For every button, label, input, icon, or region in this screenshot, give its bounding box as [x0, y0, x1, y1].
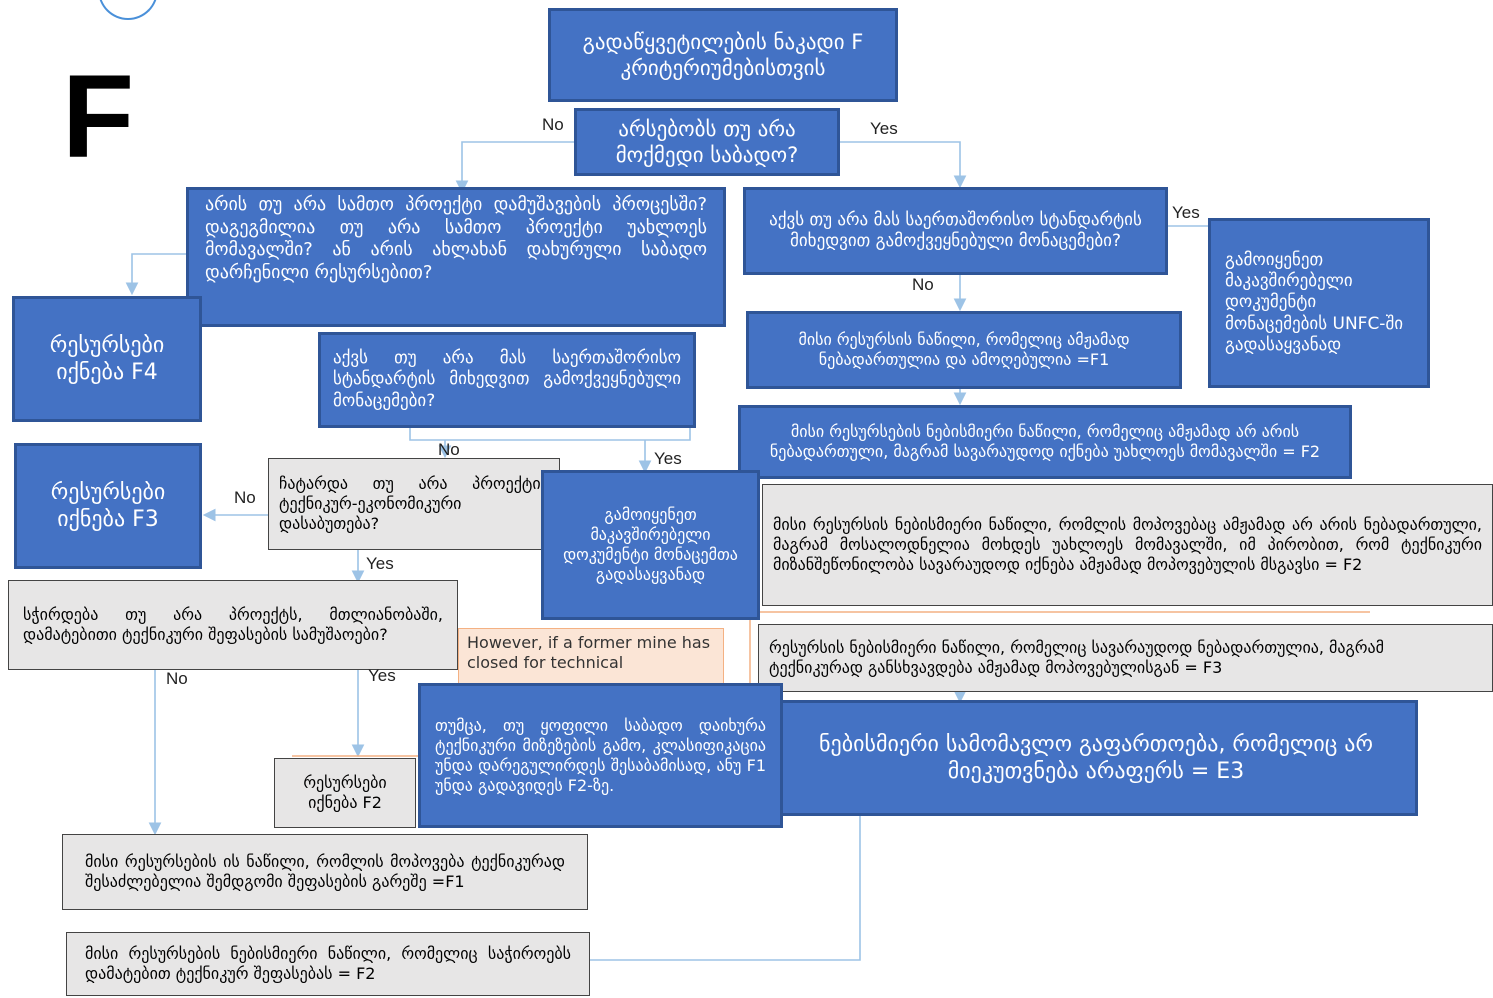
- f2-right-blue: მისი რესურსების ნებისმიერი ნაწილი, რომელ…: [738, 405, 1352, 479]
- edge-facility-no: [455, 141, 574, 194]
- result-f2: რესურსები იქნება F2: [274, 758, 416, 828]
- question-project: არის თუ არა სამთო პროექტი დამუშავების პრ…: [186, 187, 726, 327]
- use-bridging-doc-right: გამოიყენეთ მაკავშირებელი დოკუმენტი მონაც…: [1208, 218, 1430, 388]
- closed-mine-note: თუმცა, თუ ყოფილი საბადო დაიხურა ტექნიკურ…: [418, 683, 783, 828]
- edge-to-bottom: [590, 815, 861, 961]
- result-f4: რესურსები იქნება F4: [12, 296, 202, 422]
- edge-intl-mid-down: [409, 428, 691, 441]
- edge-label-no-right: No: [912, 275, 934, 294]
- edge-label-yes-tech: Yes: [366, 554, 394, 573]
- title-box: გადაწყვეტილების ნაკადი F კრიტერიუმებისთვ…: [548, 8, 898, 102]
- question-intl-standard-mid: აქვს თუ არა მას საერთაშორისო სტანდარტის …: [318, 332, 696, 428]
- question-intl-standard-right: აქვს თუ არა მას საერთაშორისო სტანდარტის …: [743, 187, 1168, 275]
- f1-bottom: მისი რესურსების ის ნაწილი, რომლის მოპოვე…: [62, 834, 588, 910]
- edge-label-yes-right: Yes: [1172, 203, 1200, 222]
- f2-right-grey: მისი რესურსის ნებისმიერი ნაწილი, რომლის …: [762, 484, 1493, 606]
- edge-label-no-f3: No: [234, 488, 256, 507]
- f1-right: მისი რესურსის ნაწილი, რომელიც ამჟამად ნე…: [746, 311, 1182, 389]
- edge-label-no-mid: No: [438, 440, 460, 459]
- edge-project-f4: [125, 253, 188, 296]
- f3-right: რესურსის ნებისმიერი ნაწილი, რომელიც სავა…: [758, 624, 1493, 692]
- edge-label-no-bottom: No: [166, 669, 188, 688]
- f2-bottom: მისი რესურსების ნებისმიერი ნაწილი, რომელ…: [66, 932, 590, 996]
- edge-label-yes-top: Yes: [870, 119, 898, 138]
- e3-box: ნებისმიერი სამომავლო გაფართოება, რომელიც…: [740, 700, 1418, 816]
- edge-label-yes-mid: Yes: [654, 449, 682, 468]
- english-note-fragment: However, if a former mine has closed for…: [458, 628, 724, 686]
- edge-label-yes-bottom: Yes: [368, 666, 396, 685]
- question-facility: არსებობს თუ არა მოქმედი საბადო?: [574, 108, 840, 176]
- question-further-studies: სჭირდება თუ არა პროექტს, მთლიანობაში, და…: [8, 580, 458, 670]
- result-f3: რესურსები იქნება F3: [14, 443, 202, 569]
- question-tech-econ: ჩატარდა თუ არა პროექტის ტექნიკურ-ეკონომი…: [268, 458, 560, 550]
- edge-label-no-top: No: [542, 115, 564, 134]
- page-letter: F: [62, 51, 135, 183]
- use-bridging-doc-mid: გამოიყენეთ მაკავშირებელი დოკუმენტი მონაც…: [541, 470, 760, 620]
- edge-facility-yes: [840, 141, 967, 189]
